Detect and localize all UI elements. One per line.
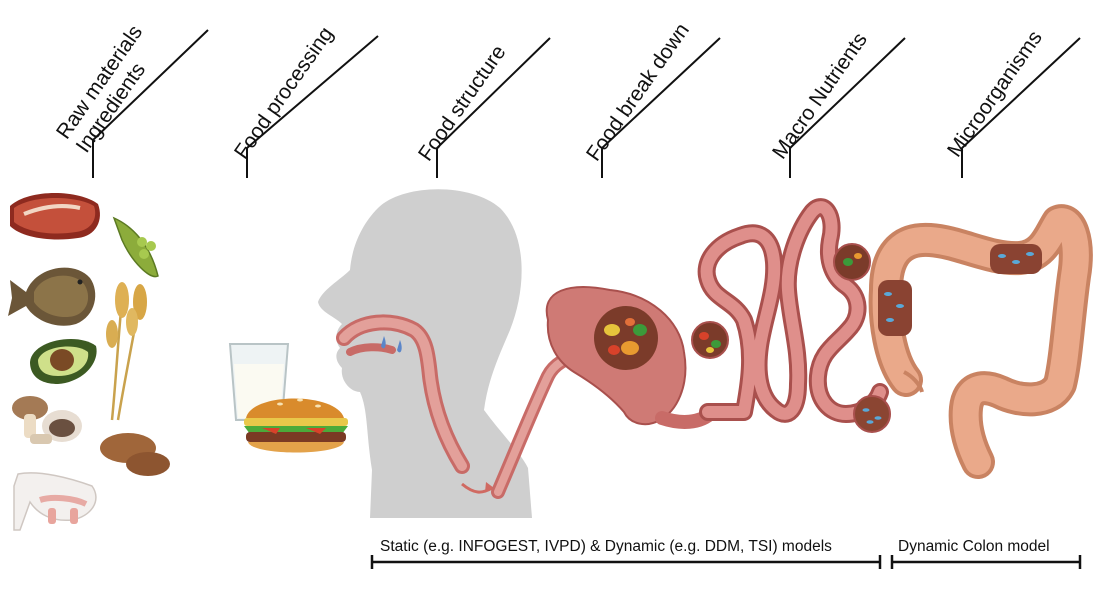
label-static-dynamic-models: Static (e.g. INFOGEST, IVPD) & Dynamic (… bbox=[380, 538, 832, 555]
flatfish-icon bbox=[8, 267, 96, 326]
steak-icon bbox=[10, 193, 100, 240]
small-intestine-icon bbox=[697, 198, 889, 423]
leader-breakdown bbox=[601, 37, 721, 178]
flow-arrow-head bbox=[485, 482, 494, 492]
avocado-icon bbox=[30, 339, 97, 384]
leader-macro bbox=[789, 37, 906, 178]
colon-content-2 bbox=[990, 244, 1042, 274]
intestine-content-bubble-2 bbox=[833, 243, 871, 281]
wheat-icon bbox=[106, 282, 147, 421]
leader-raw bbox=[92, 29, 209, 178]
intestine-content-bubble-1 bbox=[691, 321, 729, 359]
colon-content-1 bbox=[878, 280, 912, 336]
mushroom-icon bbox=[12, 396, 82, 444]
label-dynamic-colon-model: Dynamic Colon model bbox=[898, 538, 1050, 555]
pea-pod-icon bbox=[112, 216, 159, 278]
milking-udder-icon bbox=[13, 472, 97, 531]
leader-processing bbox=[246, 35, 379, 178]
stomach-icon bbox=[545, 286, 719, 429]
esophagus-icon bbox=[336, 314, 470, 474]
appendix-icon bbox=[903, 370, 924, 393]
burger-icon bbox=[244, 398, 348, 453]
potato-icon bbox=[100, 433, 170, 476]
leader-structure bbox=[436, 37, 551, 178]
intestine-content-bubble-3 bbox=[853, 395, 891, 433]
model-brackets bbox=[370, 555, 1082, 569]
stomach-duct bbox=[491, 347, 587, 499]
leader-micro bbox=[961, 37, 1081, 178]
colon-icon bbox=[868, 204, 1093, 479]
